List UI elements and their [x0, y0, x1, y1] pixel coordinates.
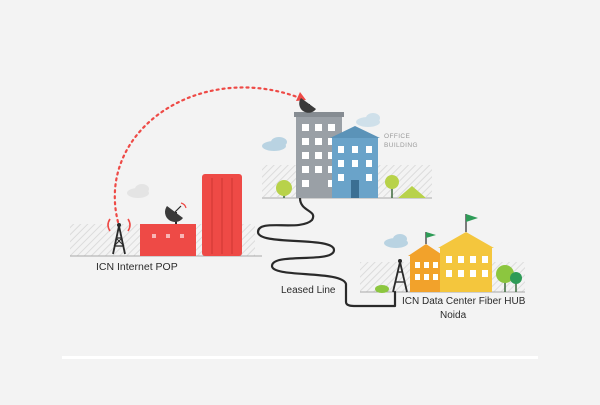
wireless-link-arrowhead [296, 92, 306, 101]
office-building-blue [330, 126, 380, 198]
cloud-icon [356, 113, 380, 127]
internet-pop-label: ICN Internet POP [96, 261, 178, 273]
bush-shape [375, 285, 389, 293]
flag-icon [465, 214, 478, 232]
location-label: Noida [440, 310, 467, 321]
satellite-dish-icon [299, 98, 316, 113]
wireless-link-arc [113, 86, 302, 224]
radio-tower-icon [392, 259, 408, 293]
office-building-label-line2: BUILDING [384, 142, 418, 149]
tree-icon [385, 175, 399, 198]
office-building-label-line1: OFFICE [384, 133, 411, 140]
radio-tower-icon [107, 218, 131, 255]
tree-icon [510, 272, 522, 292]
pop-building-tall [202, 174, 242, 256]
cloud-icon [262, 137, 287, 151]
satellite-dish-icon [165, 202, 187, 224]
data-center-label: ICN Data Center Fiber HUB [402, 296, 526, 307]
bottom-divider [62, 356, 538, 359]
flag-icon [425, 232, 436, 244]
pop-building-low [140, 224, 196, 256]
tree-icon [276, 180, 292, 198]
cloud-icon [127, 184, 149, 198]
hub-building-orange [408, 244, 444, 292]
hill-shape [398, 186, 426, 198]
leased-line-cable [256, 196, 397, 308]
hub-building-yellow [438, 232, 494, 292]
leased-line-label: Leased Line [281, 285, 336, 296]
cloud-icon [384, 234, 408, 248]
tree-icon [496, 265, 514, 292]
